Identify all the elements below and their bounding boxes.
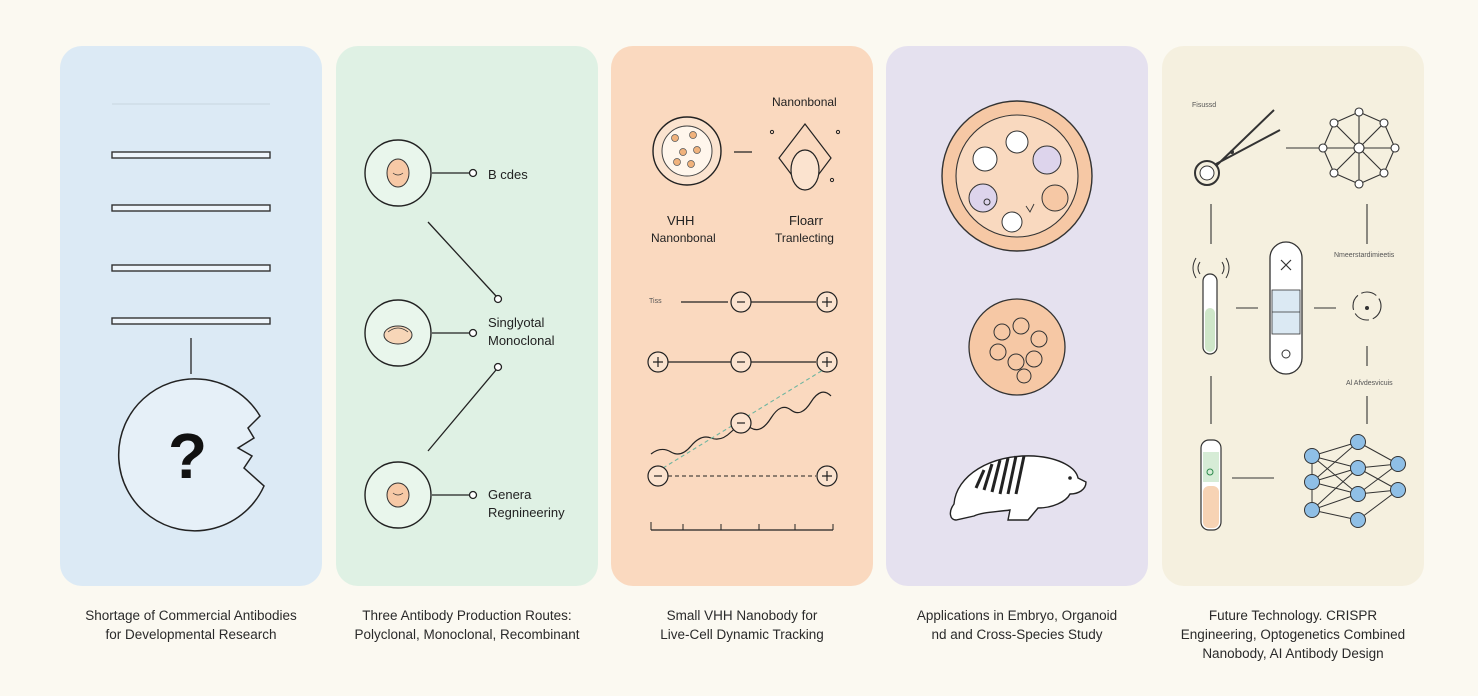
molecule-icon [1318, 107, 1400, 189]
caption-line: Live-Cell Dynamic Tracking [660, 627, 824, 642]
applications-illustration [941, 100, 1093, 521]
caption-line: Applications in Embryo, Organoid [916, 608, 1118, 623]
empty-shelf-line [111, 151, 271, 159]
caption-future-technology: Future Technology. CRISPR Engineering, O… [1162, 606, 1424, 663]
label-vhh: VHH [667, 213, 695, 228]
label-singlyotal: Singlyotal [488, 315, 545, 330]
panel-vhh-nanobody: Nanonbonal VHH Nanonbonal Floarr Tranlec… [611, 46, 873, 586]
label-b-cells: B cdes [488, 167, 528, 182]
label-tracking: Tranlecting [775, 231, 834, 245]
mouse-stripes [974, 455, 1026, 495]
panel-applications [886, 46, 1148, 586]
future-tech-diagram [1192, 107, 1406, 531]
label-nanobody-top: Nanonbonal [772, 95, 837, 109]
connector-dot [468, 328, 478, 338]
label-genera: Genera [488, 487, 532, 502]
production-routes-diagram [364, 139, 503, 529]
broken-circle-icon [117, 378, 265, 532]
crispr-scissors-icon [1194, 160, 1220, 186]
cell-icon [383, 325, 413, 345]
organoid-icon [968, 298, 1066, 396]
label-vhh-nanobody: Nanonbonal [651, 231, 716, 245]
caption-line: Engineering, Optogenetics Combined [1180, 627, 1406, 642]
label-low: Al Afvdesvicuis [1346, 380, 1393, 387]
question-mark-icon: ? [168, 420, 208, 492]
caption-vhh: Small VHH Nanobody for Live-Cell Dynamic… [611, 606, 873, 644]
connector-dot [493, 362, 503, 372]
connector-dot [468, 168, 478, 178]
caption-line: Nanobody, AI Antibody Design [1202, 646, 1384, 661]
empty-shelf-line [111, 204, 271, 212]
caption-applications: Applications in Embryo, Organoid nd and … [886, 606, 1148, 644]
empty-shelf-line [111, 264, 271, 272]
connector-dot [468, 490, 478, 500]
caption-line: Polyclonal, Monoclonal, Recombinant [354, 627, 580, 642]
caption-line: Three Antibody Production Routes: [362, 608, 572, 623]
panel-production-routes: B cdes Singlyotal Monoclonal Genera Regn… [336, 46, 598, 586]
caption-line: Future Technology. CRISPR [1208, 608, 1378, 623]
panel-antibody-shortage: ? [60, 46, 322, 586]
label-mid: Nmeerstardimieetis [1334, 252, 1395, 259]
neural-network-icon [1304, 434, 1406, 528]
caption-production-routes: Three Antibody Production Routes: Polycl… [336, 606, 598, 644]
label-axis: Tiss [649, 298, 662, 305]
label-floarr: Floarr [789, 213, 823, 228]
empty-shelf-line [111, 317, 271, 325]
label-monoclonal: Monoclonal [488, 333, 555, 348]
label-regnineeriny: Regnineeriny [488, 505, 565, 520]
panel-future-technology: Fisussd Nmeerstardimieetis Al Afvdesvicu… [1162, 46, 1424, 586]
vhh-tracking-diagram [647, 116, 841, 531]
shortage-illustration [111, 103, 271, 532]
connector-dot [493, 294, 503, 304]
caption-line: Small VHH Nanobody for [666, 608, 818, 623]
target-icon [1352, 291, 1382, 321]
caption-shortage: Shortage of Commercial Antibodies for De… [60, 606, 322, 644]
label-fisussd: Fisussd [1192, 102, 1217, 109]
caption-line: nd and Cross-Species Study [931, 627, 1103, 642]
caption-line: Shortage of Commercial Antibodies [85, 608, 297, 623]
caption-line: for Developmental Research [105, 627, 277, 642]
cell-icon [386, 158, 410, 188]
